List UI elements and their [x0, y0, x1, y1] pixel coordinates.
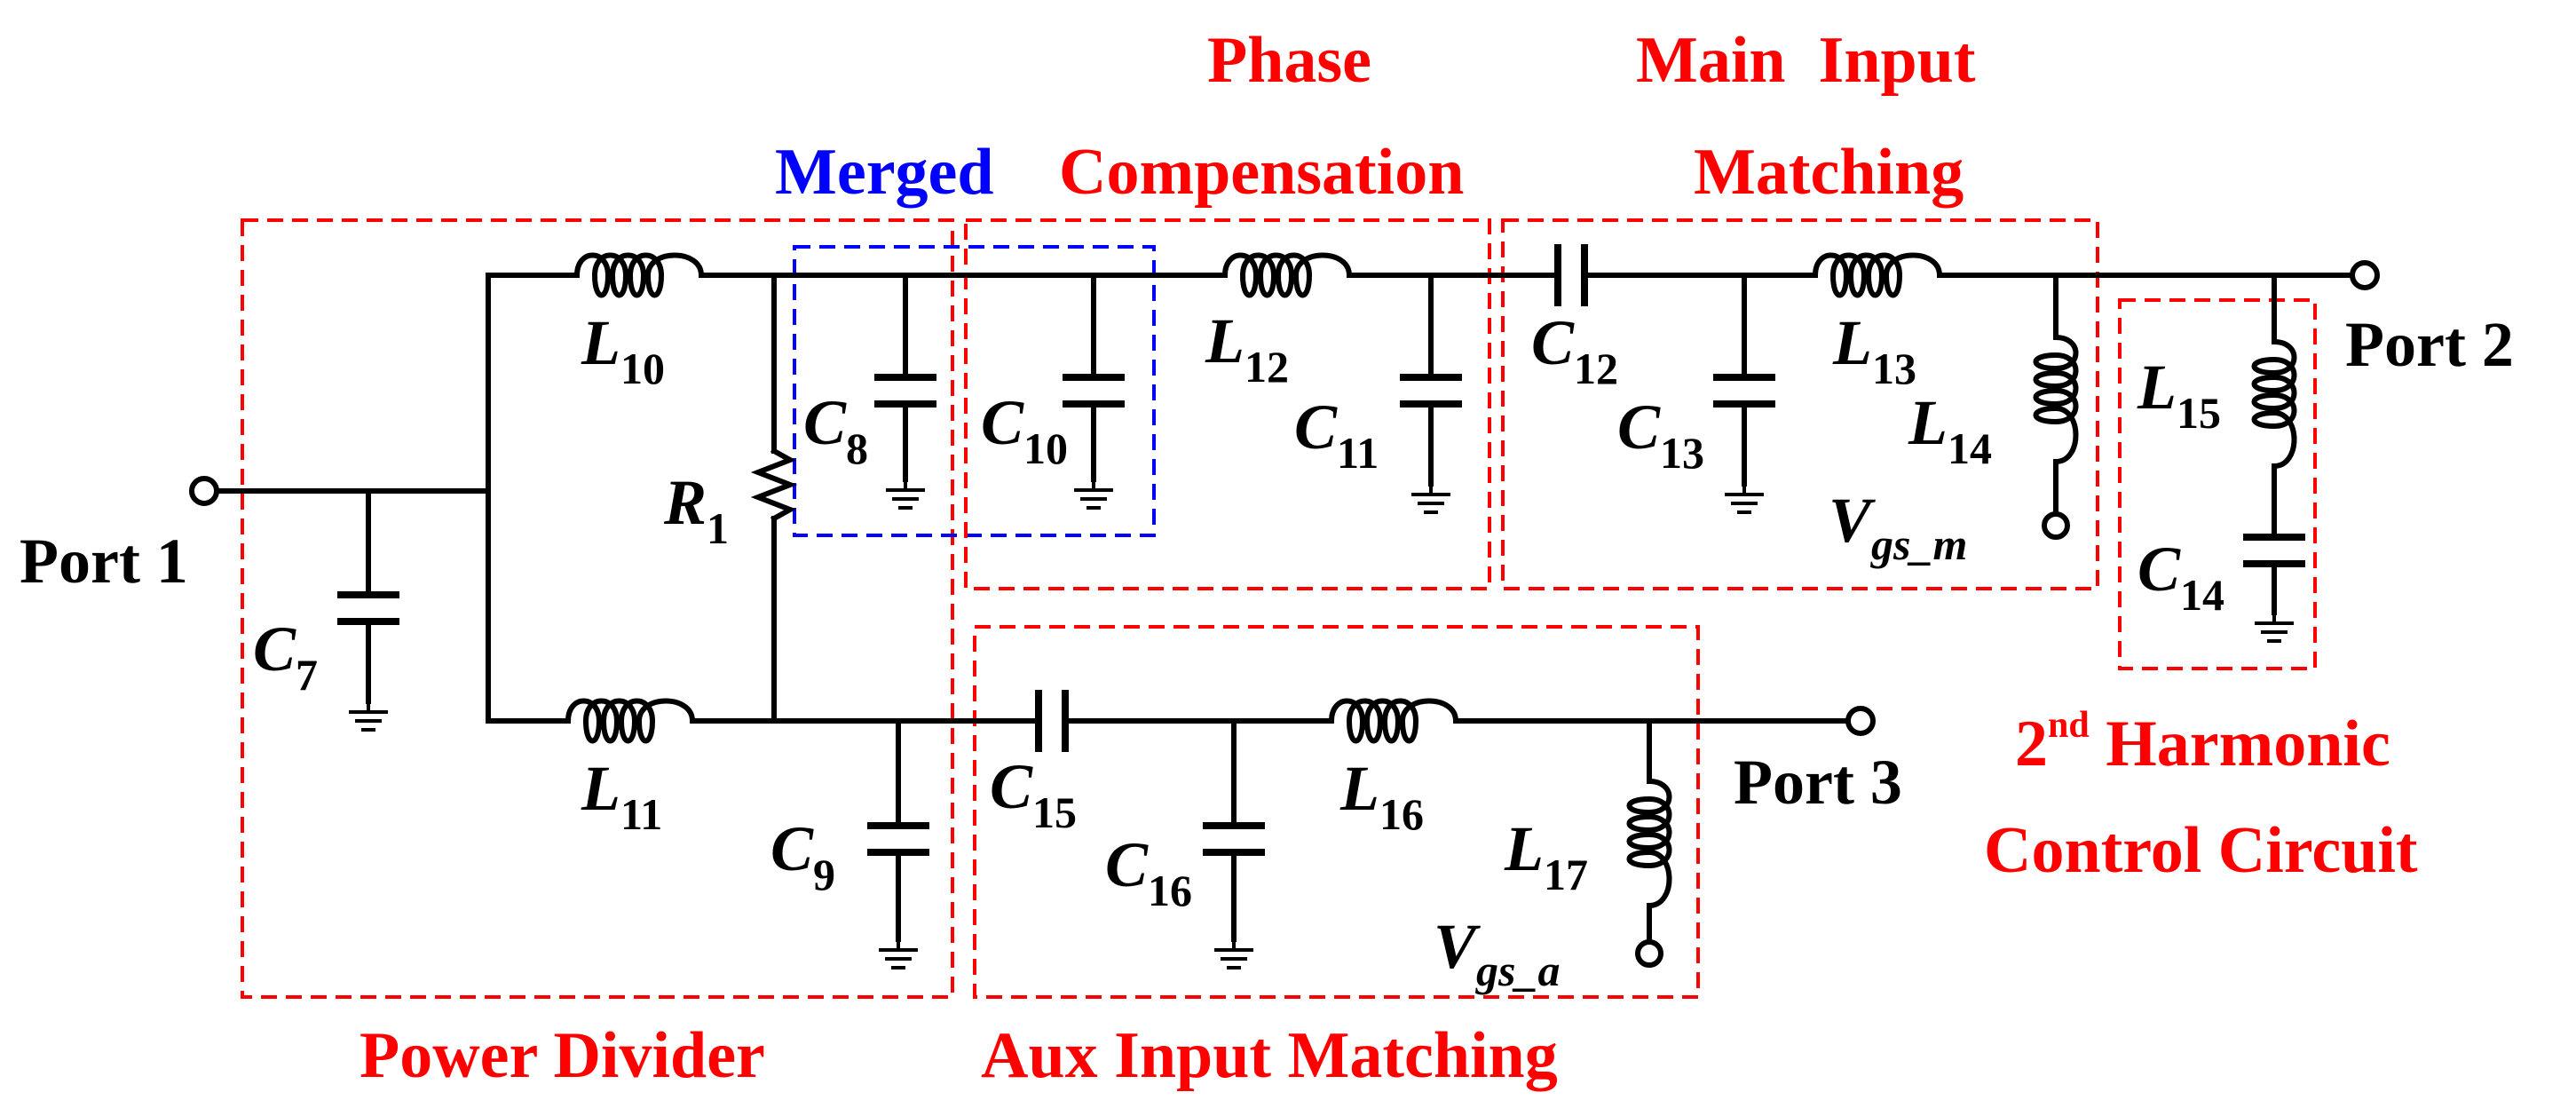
harmonic-control-box: [2118, 298, 2317, 670]
port3-terminal: [1845, 706, 1876, 736]
label-control-circuit: Control Circuit: [1984, 814, 2418, 887]
main-input-matching-box: [1501, 218, 2099, 590]
label-main-matching: Matching: [1694, 136, 1964, 209]
port2-terminal: [2350, 260, 2380, 290]
label-c14: C14: [2137, 534, 2224, 620]
label-l12: L12: [1205, 305, 1289, 392]
label-c11: C11: [1294, 392, 1379, 478]
label-c16: C16: [1105, 829, 1192, 915]
capacitor-c7: [337, 488, 399, 732]
label-l16: L16: [1339, 753, 1424, 839]
label-phase: Phase: [1207, 24, 1371, 97]
inductor-l11: [568, 701, 692, 741]
merged-box: [793, 245, 1156, 537]
capacitor-c15: [1035, 690, 1069, 752]
label-c13: C13: [1617, 392, 1704, 478]
resistor-r1: [750, 447, 798, 523]
label-l10: L10: [581, 307, 665, 393]
inductor-l16: [1331, 701, 1456, 741]
label-c10: C10: [981, 387, 1068, 473]
port1-terminal: [189, 476, 219, 506]
inductor-l17: [1630, 718, 1670, 944]
label-r1: R1: [663, 467, 729, 553]
label-compensation: Compensation: [1059, 136, 1464, 209]
vgs-m-terminal: [2042, 511, 2070, 540]
label-l11: L11: [581, 753, 662, 839]
phase-compensation-box: [964, 218, 1491, 590]
power-divider-box: [241, 218, 954, 999]
port3-label: Port 3: [1734, 747, 1902, 818]
vgs-a-terminal: [1635, 939, 1663, 968]
label-power-divider: Power Divider: [360, 1019, 765, 1092]
label-l17: L17: [1504, 813, 1588, 899]
label-merged: Merged: [775, 136, 994, 209]
inductor-l15: [2255, 273, 2295, 540]
label-main-input: Main Input: [1636, 24, 1976, 97]
capacitor-c11: [1400, 273, 1462, 514]
label-l14: L14: [1908, 387, 1992, 473]
capacitor-c13: [1713, 273, 1775, 514]
label-l15: L15: [2137, 352, 2221, 438]
capacitor-c10: [1063, 273, 1125, 510]
port1-label: Port 1: [20, 526, 188, 597]
capacitor-c8: [874, 273, 936, 510]
label-c15: C15: [990, 751, 1077, 837]
label-vgs-m: Vgs_m: [1829, 485, 1967, 569]
capacitor-c16: [1203, 718, 1265, 970]
inductor-l10: [577, 256, 701, 296]
aux-input-matching-box: [973, 625, 1700, 999]
capacitor-c9: [867, 718, 929, 970]
label-harmonic: 2nd Harmonic: [2015, 705, 2390, 780]
label-c12: C12: [1531, 307, 1618, 393]
inductor-l12: [1225, 256, 1349, 296]
inductor-l14: [2036, 273, 2076, 516]
label-c7: C7: [253, 613, 318, 700]
capacitor-c14: [2243, 534, 2305, 643]
label-l13: L13: [1832, 307, 1916, 393]
inductor-l13: [1815, 256, 1940, 296]
label-aux-input-matching: Aux Input Matching: [981, 1019, 1558, 1092]
label-c9: C9: [770, 813, 835, 899]
port2-label: Port 2: [2345, 309, 2514, 380]
label-c8: C8: [803, 387, 868, 473]
capacitor-c12: [1554, 244, 1588, 306]
label-vgs-a: Vgs_a: [1434, 911, 1561, 995]
